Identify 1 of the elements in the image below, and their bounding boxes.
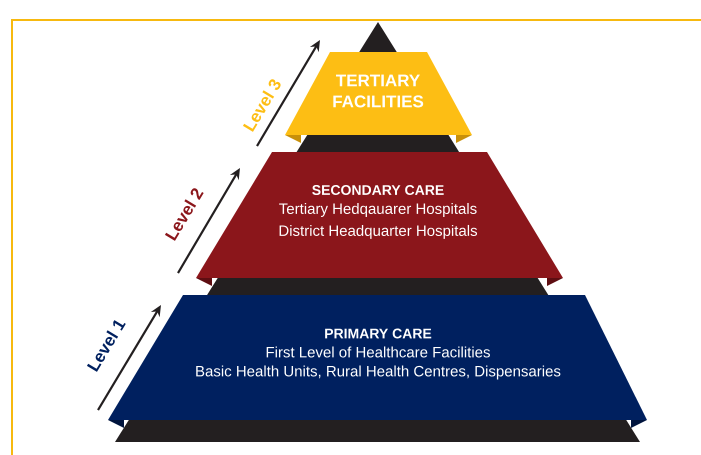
level-trapezoid: TERTIARY FACILITIES — [285, 52, 472, 143]
